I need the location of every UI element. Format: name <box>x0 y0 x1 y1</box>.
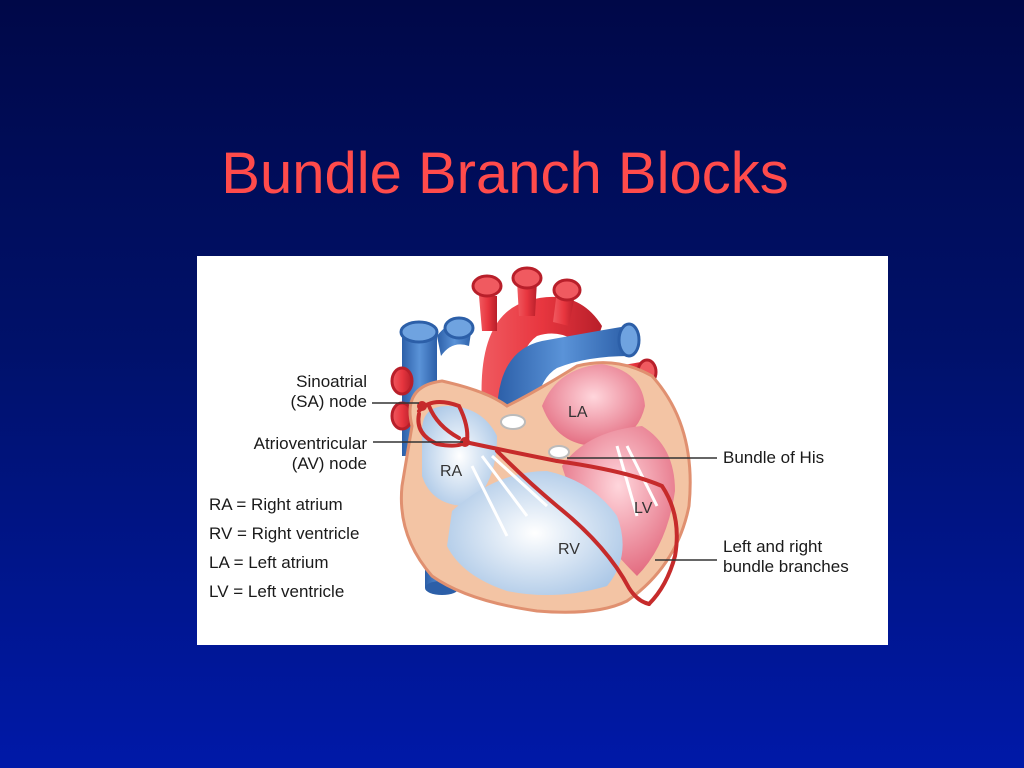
callout-sa-node: Sinoatrial (SA) node <box>257 372 367 412</box>
callout-bundle-of-his: Bundle of His <box>723 448 825 467</box>
valve-chordae <box>470 445 659 537</box>
callout-bundle-branches-line1: Left and right <box>723 537 823 556</box>
callout-bundle-branches: Left and right bundle branches <box>723 537 849 577</box>
slide-title: Bundle Branch Blocks <box>221 141 789 206</box>
key-item: RV = Right ventricle <box>209 524 360 543</box>
left-ventricle <box>562 426 675 576</box>
key-item: LA = Left atrium <box>209 553 329 572</box>
chamber-key: RA = Right atrium RV = Right ventricle L… <box>209 490 359 606</box>
label-right-ventricle: RV <box>558 541 580 558</box>
conduction-system <box>416 400 679 606</box>
key-item: RA = Right atrium <box>209 495 343 514</box>
callout-av-node-line2: (AV) node <box>291 454 367 473</box>
left-atrium <box>542 364 645 446</box>
callout-sa-node-line2: (SA) node <box>290 392 367 411</box>
label-left-ventricle: LV <box>634 500 653 517</box>
label-left-atrium: LA <box>568 404 588 421</box>
label-right-atrium: RA <box>440 463 463 480</box>
heart-illustration <box>372 266 717 614</box>
key-item: LV = Left ventricle <box>209 582 345 601</box>
valve-aortic <box>500 414 526 430</box>
sa-node <box>417 401 427 411</box>
heart-conduction-diagram: RA RV LA LV Sinoatrial (SA) node Atriove… <box>197 256 888 645</box>
valve-mitral <box>548 445 570 459</box>
callout-av-node: Atrioventricular (AV) node <box>217 434 367 474</box>
av-node <box>460 437 470 447</box>
callout-bundle-branches-line2: bundle branches <box>723 557 849 576</box>
callout-sa-node-line1: Sinoatrial <box>296 372 367 391</box>
callout-av-node-line1: Atrioventricular <box>253 434 367 453</box>
